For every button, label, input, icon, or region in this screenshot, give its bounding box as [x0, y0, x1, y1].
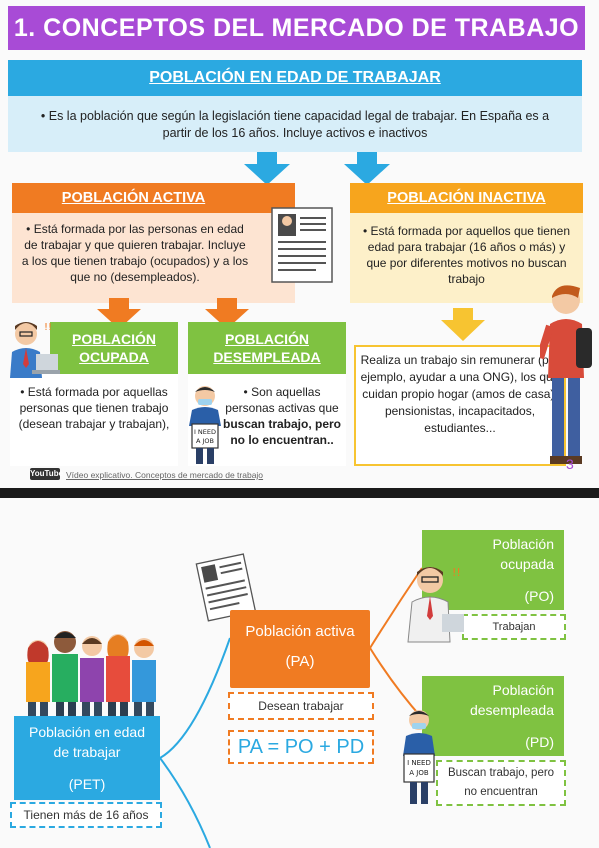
youtube-logo: YouTube — [30, 468, 64, 480]
pet-description: • Es la población que según la legislaci… — [8, 96, 582, 152]
svg-text:A JOB: A JOB — [409, 769, 429, 777]
crowd-icon — [26, 631, 156, 718]
pa-node: Población activa (PA) — [230, 610, 370, 688]
pet-node: Población en edad de trabajar (PET) — [14, 716, 160, 800]
page-number: 3 — [566, 456, 574, 472]
arrow-down-icon — [205, 298, 249, 329]
po-node: Población ocupada (PO) — [422, 530, 564, 610]
desempleada-heading: POBLACIÓN DESEMPLEADA — [188, 322, 346, 374]
arrow-down-icon — [441, 308, 485, 341]
ocupada-description: • Está formada por aquellas personas que… — [10, 374, 178, 466]
ocupada-heading: POBLACIÓN OCUPADA — [50, 322, 178, 374]
arrow-down-icon — [344, 152, 390, 185]
connector-lines — [159, 567, 423, 848]
activa-description: • Está formada por las personas en edad … — [12, 213, 295, 303]
arrow-down-icon — [244, 152, 290, 185]
job-seeker-icon: I NEED A JOB — [403, 710, 435, 804]
po-note: Trabajan — [462, 614, 566, 640]
worker-icon: !! — [407, 566, 464, 643]
svg-text:I NEED: I NEED — [194, 428, 216, 436]
svg-text:!!: !! — [44, 322, 52, 333]
resume-icon — [195, 553, 257, 622]
student-icon — [540, 285, 592, 464]
activa-heading: POBLACIÓN ACTIVA — [12, 183, 295, 213]
svg-text:A JOB: A JOB — [196, 437, 214, 445]
inactiva-description: • Está formada por aquellos que tienen e… — [350, 213, 583, 303]
worker-icon: !! — [10, 322, 60, 378]
pet-heading: POBLACIÓN EN EDAD DE TRABAJAR — [8, 60, 582, 96]
slide-1: 1. CONCEPTOS DEL MERCADO DE TRABAJO POBL… — [0, 0, 599, 488]
pet-note: Tienen más de 16 años — [10, 802, 162, 828]
slide-title: 1. CONCEPTOS DEL MERCADO DE TRABAJO — [8, 6, 585, 50]
pa-note: Desean trabajar — [228, 692, 374, 720]
inactiva-examples: Realiza un trabajo sin remunerar (por ej… — [354, 345, 566, 466]
video-link[interactable]: Vídeo explicativo. Conceptos de mercado … — [66, 470, 264, 480]
svg-text:!!: !! — [452, 566, 461, 579]
arrow-down-icon — [97, 298, 141, 329]
pd-note: Buscan trabajo, pero no encuentran — [436, 760, 566, 806]
svg-text:I NEED: I NEED — [407, 759, 431, 767]
job-seeker-icon: I NEED A JOB — [189, 386, 221, 464]
resume-icon — [271, 207, 333, 283]
pd-node: Población desempleada (PD) — [422, 676, 564, 756]
inactiva-heading: POBLACIÓN INACTIVA — [350, 183, 583, 213]
pa-equation: PA = PO + PD — [228, 730, 374, 764]
